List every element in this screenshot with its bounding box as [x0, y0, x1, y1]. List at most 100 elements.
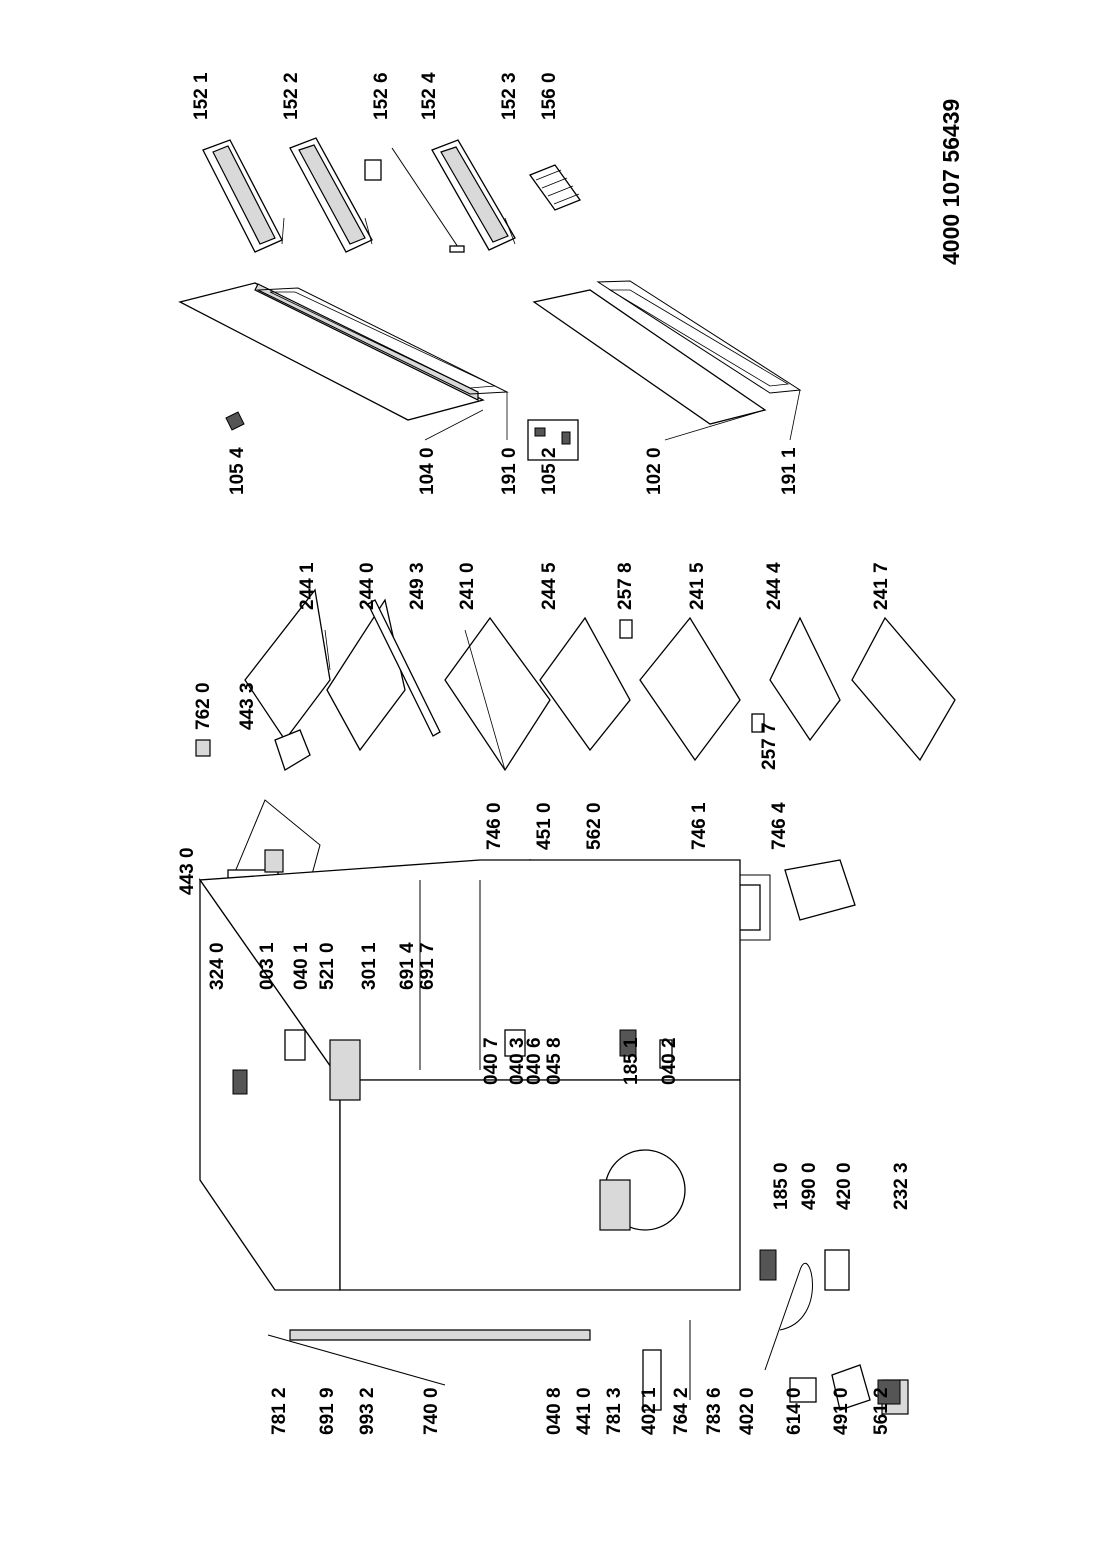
egg-tray-156-0 [528, 164, 582, 211]
part-label: 762 0 [193, 682, 214, 730]
part-label: 691 4 [397, 942, 418, 990]
part-label: 241 0 [457, 562, 478, 610]
part-label: 783 6 [704, 1387, 725, 1435]
slide-257-7 [751, 713, 765, 733]
door-bin-152-2 [289, 137, 373, 253]
relay-614-0 [789, 1377, 817, 1403]
part-label: 740 0 [421, 1387, 442, 1435]
part-label: 244 0 [357, 562, 378, 610]
cover-746-4 [784, 859, 856, 921]
part-label: 443 3 [237, 682, 258, 730]
part-label: 490 0 [799, 1162, 820, 1210]
glass-244-5 [539, 616, 631, 752]
bin-clip-152-6 [364, 159, 382, 181]
part-label: 993 2 [357, 1387, 378, 1435]
part-label: 152 6 [371, 72, 392, 120]
filter-762-0 [195, 739, 211, 757]
part-label: 191 0 [499, 447, 520, 495]
part-label: 105 2 [539, 447, 560, 495]
hinge-105-2 [527, 419, 579, 461]
part-label: 521 0 [317, 942, 338, 990]
part-label: 443 0 [177, 847, 198, 895]
part-label: 257 8 [615, 562, 636, 610]
part-label: 244 5 [539, 562, 560, 610]
rod-152-4 [391, 147, 465, 253]
part-label: 451 0 [534, 802, 555, 850]
light-324-0 [232, 1069, 248, 1095]
part-label: 104 0 [417, 447, 438, 495]
cover-443-3 [274, 729, 311, 771]
part-label: 691 7 [417, 942, 438, 990]
document-number: 4000 107 56439 [938, 98, 964, 265]
part-label: 257 7 [759, 722, 780, 770]
part-label: 691 9 [317, 1387, 338, 1435]
part-label: 040 1 [291, 942, 312, 990]
holder-185-1 [619, 1029, 637, 1057]
drawer-241-7 [851, 616, 956, 762]
part-label: 105 4 [227, 447, 248, 495]
part-label: 746 4 [769, 802, 790, 850]
part-label: 241 7 [871, 562, 892, 610]
part-label: 185 0 [771, 1162, 792, 1210]
slide-257-8 [619, 619, 633, 639]
shelf-244-1 [244, 588, 331, 742]
strip-249-3 [367, 599, 441, 737]
part-label: 249 3 [407, 562, 428, 610]
part-label: 040 6 [524, 1037, 545, 1085]
part-label: 003 1 [257, 942, 278, 990]
capacitor-420-0 [824, 1249, 850, 1291]
part-label: 191 1 [779, 447, 800, 495]
door-bin-152-3 [431, 139, 516, 251]
part-label: 402 0 [737, 1387, 758, 1435]
part-label: 324 0 [207, 942, 228, 990]
part-label: 040 2 [659, 1037, 680, 1085]
part-label: 152 2 [281, 72, 302, 120]
part-label: 491 0 [831, 1387, 852, 1435]
part-label: 040 7 [481, 1037, 502, 1085]
cabinet [198, 859, 741, 1291]
drawer-241-5 [639, 616, 741, 762]
part-label: 781 3 [604, 1387, 625, 1435]
leader-lines [281, 217, 801, 771]
part-label: 420 0 [834, 1162, 855, 1210]
part-label: 185 1 [621, 1037, 642, 1085]
part-label: 561 2 [871, 1387, 892, 1435]
connector-561-2 [877, 1379, 901, 1405]
part-label: 402 1 [639, 1387, 660, 1435]
part-label: 764 2 [671, 1387, 692, 1435]
holder-185-0 [759, 1249, 777, 1281]
glass-244-4 [769, 616, 841, 742]
condenser-740-0 [289, 1329, 591, 1341]
part-040-3 [504, 1029, 526, 1057]
part-label: 232 3 [891, 1162, 912, 1210]
door-bin-152-1 [202, 139, 283, 253]
cord-490-0 [764, 1262, 813, 1371]
part-label: 614 0 [784, 1387, 805, 1435]
part-label: 152 4 [419, 72, 440, 120]
lamp-521-0 [329, 1039, 361, 1101]
part-label: 562 0 [584, 802, 605, 850]
cover-040-1 [284, 1029, 306, 1061]
cover-491-0 [831, 1364, 871, 1411]
drier-764-2 [642, 1349, 662, 1411]
part-label: 301 1 [359, 942, 380, 990]
hinge-105-4 [225, 411, 245, 431]
part-label: 244 4 [764, 562, 785, 610]
part-label: 441 0 [574, 1387, 595, 1435]
part-label: 781 2 [269, 1387, 290, 1435]
part-label: 746 0 [484, 802, 505, 850]
compressor-402-0 [599, 1149, 686, 1231]
part-label: 045 8 [544, 1037, 565, 1085]
part-label: 244 1 [297, 562, 318, 610]
part-label: 746 1 [689, 802, 710, 850]
rod-781-2 [267, 1334, 446, 1386]
part-label: 152 1 [191, 72, 212, 120]
part-label: 241 5 [687, 562, 708, 610]
part-label: 102 0 [644, 447, 665, 495]
drawer-241-0 [444, 616, 551, 772]
part-label: 040 8 [544, 1387, 565, 1435]
part-040-2 [659, 1039, 673, 1069]
part-label: 156 0 [539, 72, 560, 120]
